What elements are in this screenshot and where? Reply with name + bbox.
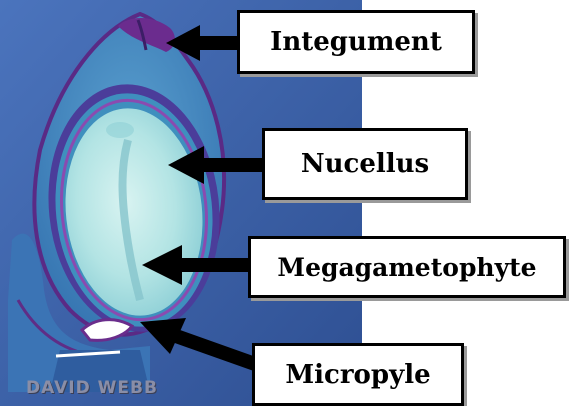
label-nucellus: Nucellus [262,128,468,200]
credit-watermark: DAVID WEBB [26,378,158,398]
label-megagametophyte: Megagametophyte [248,236,566,298]
label-micropyle: Micropyle [252,343,464,406]
label-integument: Integument [237,10,475,74]
